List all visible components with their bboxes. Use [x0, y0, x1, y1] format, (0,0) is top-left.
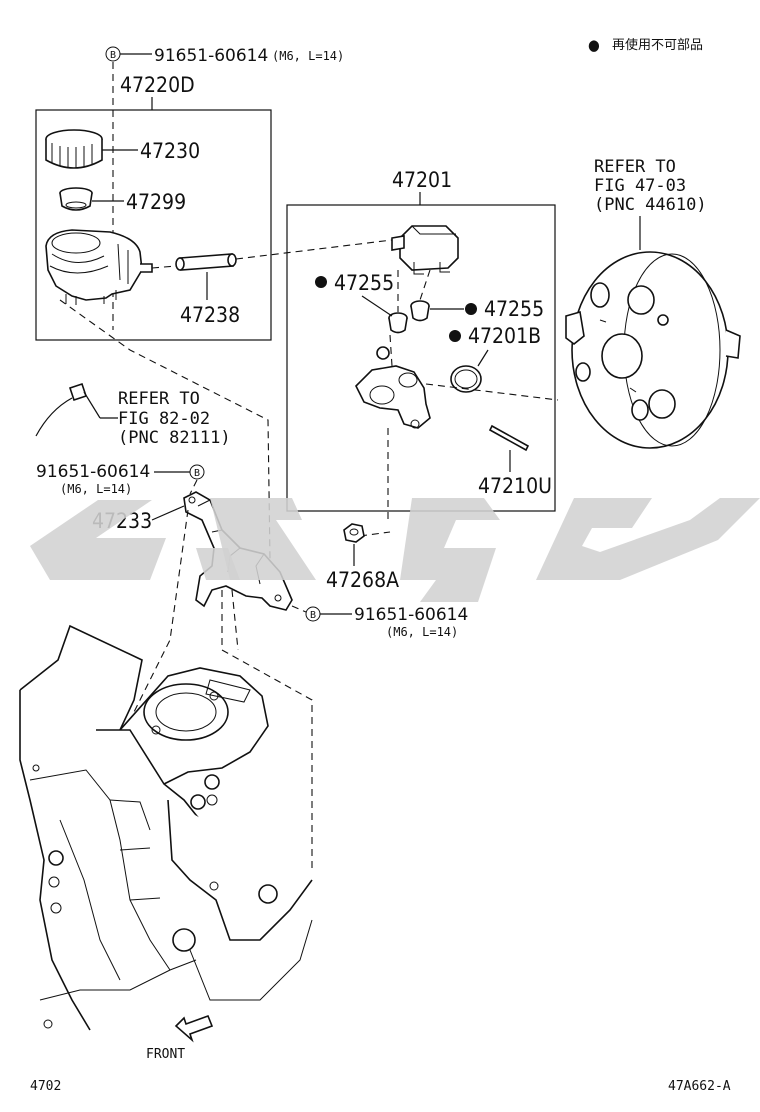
- reservoir-group-box: [35, 109, 272, 341]
- bolt-marker-letter: B: [194, 468, 200, 479]
- hose-number: 47238: [180, 303, 240, 327]
- grommet-number: 47299: [126, 190, 186, 214]
- bolt-marker-letter: B: [110, 50, 116, 61]
- cylinder-assy-number: 47201: [392, 168, 452, 192]
- non-reusable-marker-icon: [465, 303, 477, 315]
- bolt-top-callout[interactable]: B 91651-60614 (M6, L=14): [105, 46, 344, 66]
- cylinder-lower-body-icon[interactable]: [355, 346, 431, 429]
- pin-icon[interactable]: [488, 424, 530, 452]
- bolt-left-number: 91651-60614: [36, 462, 150, 482]
- legend-marker: ●: [588, 36, 600, 54]
- booster-ref-line1: REFER TO: [594, 157, 676, 177]
- bolt-top-number: 91651-60614: [154, 46, 268, 66]
- illustration-code: 47A662-A: [668, 1079, 731, 1094]
- bolt-marker-icon: [189, 464, 205, 480]
- o-ring-number: 47201B: [468, 324, 541, 348]
- front-direction-arrow-icon: [174, 1014, 214, 1043]
- cylinder-upper-body-icon[interactable]: [391, 225, 459, 275]
- pin-number: 47210U: [478, 474, 552, 498]
- watermark-logo: [30, 498, 760, 602]
- seal-left-icon[interactable]: [388, 312, 408, 334]
- legend: ● 再使用不可部品: [588, 36, 703, 54]
- non-reusable-marker-icon: [315, 276, 327, 288]
- sensor-ref-line1: REFER TO: [118, 389, 200, 409]
- bolt-bottom-number: 91651-60614: [354, 605, 468, 625]
- bolt-left-callout[interactable]: 91651-60614 B (M6, L=14): [36, 462, 205, 496]
- seal-right-icon[interactable]: [410, 300, 430, 322]
- reservoir-assy-number: 47220D: [120, 73, 195, 97]
- front-label: FRONT: [146, 1047, 185, 1062]
- reservoir-tank-icon[interactable]: [45, 229, 153, 305]
- nut-number: 47268A: [326, 568, 399, 592]
- bolt-top-spec: (M6, L=14): [272, 49, 344, 63]
- reservoir-cap-icon[interactable]: [45, 129, 103, 169]
- seal-right-number: 47255: [484, 297, 544, 321]
- sensor-icon[interactable]: [35, 382, 88, 437]
- grommet-icon[interactable]: [59, 187, 93, 211]
- booster-reference[interactable]: REFER TO FIG 47-03 (PNC 44610): [594, 157, 707, 215]
- seal-left-number: 47255: [334, 271, 394, 295]
- vehicle-body-panel-icon[interactable]: [19, 624, 313, 1031]
- bolt-left-spec: (M6, L=14): [60, 482, 132, 496]
- bolt-marker-letter: B: [310, 610, 316, 621]
- sensor-ref-line3: (PNC 82111): [118, 428, 231, 448]
- hose-icon[interactable]: [175, 253, 237, 271]
- sensor-ref-line2: FIG 82-02: [118, 409, 210, 429]
- booster-ref-line2: FIG 47-03: [594, 176, 686, 196]
- non-reusable-marker-icon: [449, 330, 461, 342]
- cap-number: 47230: [140, 139, 200, 163]
- bolt-bottom-callout[interactable]: B 91651-60614 (M6, L=14): [291, 605, 468, 639]
- booster-ref-line3: (PNC 44610): [594, 195, 707, 215]
- legend-text: 再使用不可部品: [612, 37, 703, 53]
- page-code: 4702: [30, 1079, 61, 1094]
- bolt-bottom-spec: (M6, L=14): [386, 625, 458, 639]
- brake-booster-icon[interactable]: [565, 251, 741, 449]
- nut-icon[interactable]: [343, 523, 365, 543]
- sensor-reference[interactable]: REFER TO FIG 82-02 (PNC 82111): [118, 389, 231, 448]
